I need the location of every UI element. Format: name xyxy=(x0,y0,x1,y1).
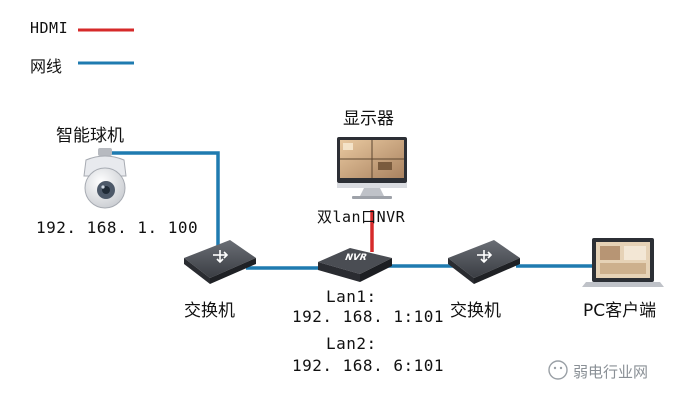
nvr-lan1-ip: 192. 168. 1:101 xyxy=(292,307,444,326)
switch-right-icon xyxy=(448,240,520,284)
camera-ip: 192. 168. 1. 100 xyxy=(36,218,199,237)
nvr-lan1-label: Lan1: xyxy=(326,287,377,306)
nvr-badge: NVR xyxy=(343,253,369,263)
switch-right-name: 交换机 xyxy=(450,301,501,321)
monitor-icon xyxy=(337,137,407,199)
nvr-name: 双lan口NVR xyxy=(317,208,406,226)
ptz-camera-icon xyxy=(83,148,127,209)
nvr-icon xyxy=(318,248,392,282)
cable-camera-to-switch xyxy=(108,151,220,246)
monitor-name: 显示器 xyxy=(343,109,394,129)
nvr-lan2-ip: 192. 168. 6:101 xyxy=(292,356,444,375)
nvr-lan2-label: Lan2: xyxy=(326,334,377,353)
pc-client-name: PC客户端 xyxy=(583,301,657,321)
switch-left-name: 交换机 xyxy=(184,301,235,321)
legend-hdmi-label: HDMI xyxy=(30,19,69,37)
watermark-logo-icon xyxy=(548,360,568,380)
camera-name: 智能球机 xyxy=(56,126,124,146)
switch-left-icon xyxy=(184,240,256,284)
watermark-text: 弱电行业网 xyxy=(573,363,649,381)
legend-network-label: 网线 xyxy=(30,57,63,76)
pc-client-icon xyxy=(582,238,664,287)
